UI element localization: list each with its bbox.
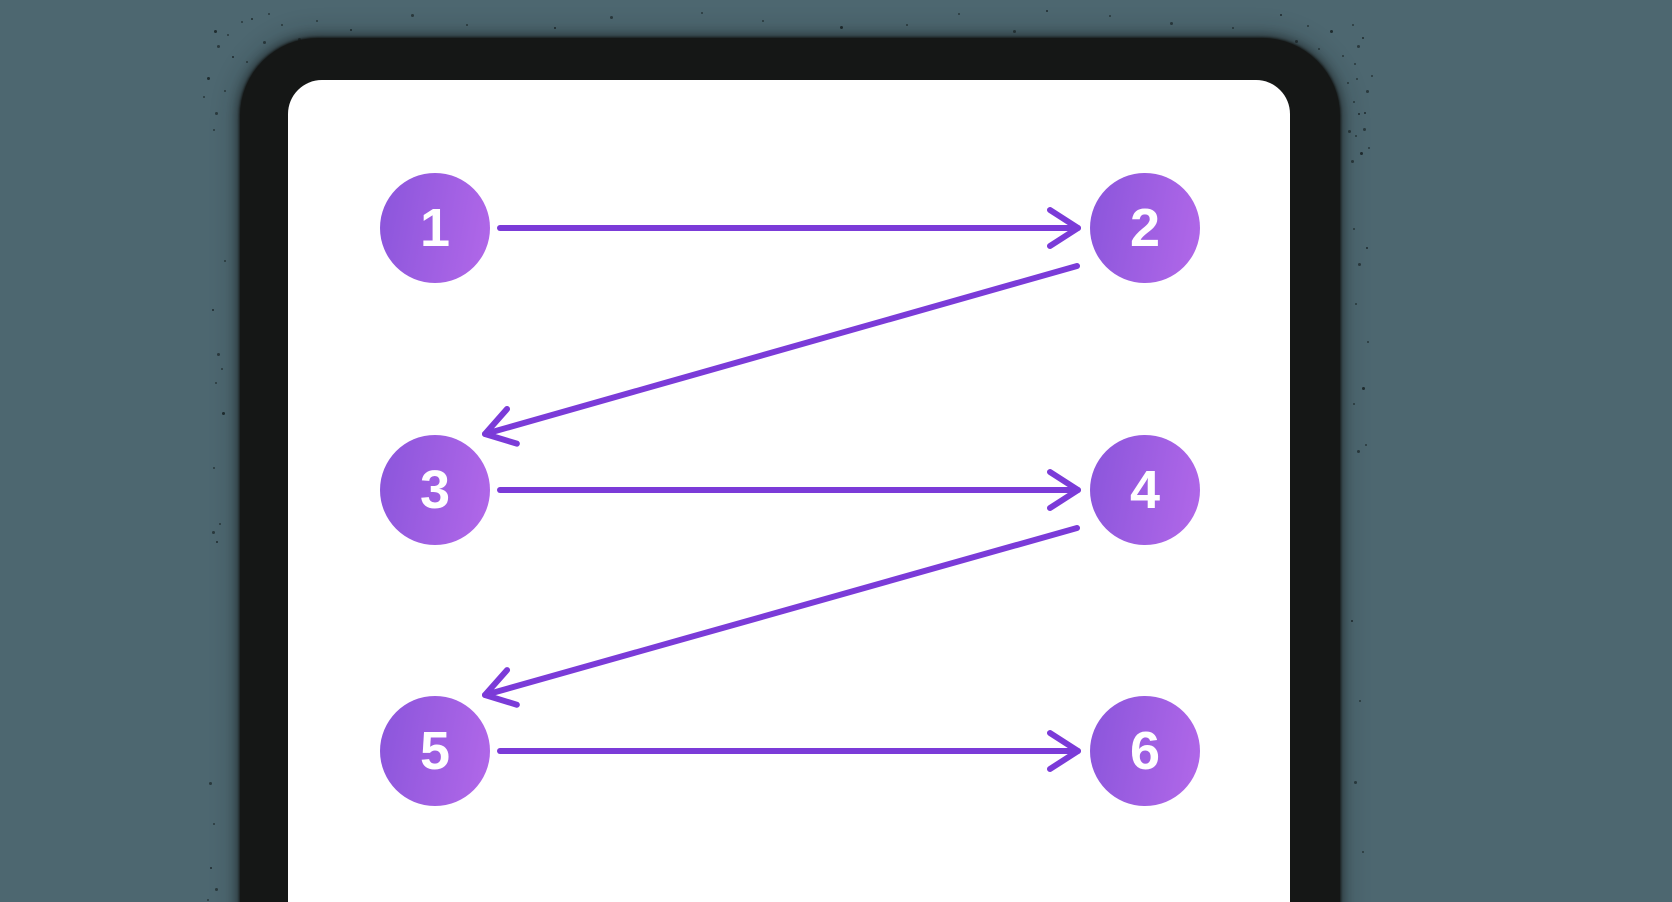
noise-dot bbox=[1368, 147, 1370, 149]
noise-dot bbox=[214, 30, 217, 33]
noise-dot bbox=[1232, 27, 1234, 29]
noise-dot bbox=[1280, 14, 1282, 16]
noise-dot bbox=[610, 16, 613, 19]
noise-dot bbox=[1362, 37, 1364, 39]
noise-dot bbox=[1353, 403, 1355, 405]
noise-dot bbox=[212, 531, 215, 534]
noise-dot bbox=[1357, 45, 1360, 48]
noise-dot bbox=[213, 467, 215, 469]
noise-dot bbox=[1355, 303, 1357, 305]
noise-dot bbox=[241, 21, 243, 23]
node-label-2: 2 bbox=[1129, 198, 1161, 258]
noise-dot bbox=[227, 34, 229, 36]
noise-dot bbox=[1362, 387, 1365, 390]
noise-dot bbox=[1342, 55, 1344, 57]
noise-dot bbox=[1353, 101, 1355, 103]
noise-dot bbox=[246, 61, 248, 63]
noise-dot bbox=[1046, 10, 1048, 12]
noise-dot bbox=[251, 18, 253, 20]
noise-dot bbox=[1367, 341, 1369, 343]
noise-dot bbox=[1013, 30, 1016, 33]
noise-dot bbox=[1318, 48, 1320, 50]
noise-dot bbox=[210, 867, 212, 869]
noise-dot bbox=[1362, 851, 1364, 853]
noise-dot bbox=[215, 888, 218, 891]
noise-dot bbox=[1354, 63, 1356, 65]
noise-dot bbox=[1330, 30, 1333, 33]
noise-dot bbox=[207, 77, 210, 80]
noise-dot bbox=[221, 368, 223, 370]
node-circle-6: 6 bbox=[1090, 696, 1200, 806]
noise-dot bbox=[1363, 128, 1366, 131]
noise-dot bbox=[217, 45, 220, 48]
node-circle-4: 4 bbox=[1090, 435, 1200, 545]
noise-dot bbox=[840, 26, 843, 29]
noise-dot bbox=[1307, 25, 1309, 27]
node-circle-2: 2 bbox=[1090, 173, 1200, 283]
noise-dot bbox=[263, 41, 266, 44]
noise-dot bbox=[1109, 15, 1111, 17]
noise-dot bbox=[906, 24, 908, 26]
noise-dot bbox=[215, 112, 218, 115]
noise-dot bbox=[219, 523, 221, 525]
node-label-4: 4 bbox=[1129, 460, 1161, 520]
noise-dot bbox=[316, 20, 318, 22]
noise-dot bbox=[1371, 75, 1373, 77]
noise-dot bbox=[224, 260, 226, 262]
noise-dot bbox=[1348, 130, 1351, 133]
noise-dot bbox=[1170, 22, 1173, 25]
node-label-5: 5 bbox=[419, 721, 451, 781]
noise-dot bbox=[268, 13, 270, 15]
noise-dot bbox=[222, 412, 225, 415]
noise-dot bbox=[350, 29, 352, 31]
noise-dot bbox=[1359, 700, 1361, 702]
noise-dot bbox=[203, 96, 205, 98]
noise-dot bbox=[554, 27, 556, 29]
noise-dot bbox=[1351, 620, 1353, 622]
noise-dot bbox=[1353, 228, 1355, 230]
noise-dot bbox=[1358, 263, 1361, 266]
noise-dot bbox=[1347, 82, 1349, 84]
noise-dot bbox=[1360, 152, 1363, 155]
noise-dot bbox=[216, 541, 218, 543]
noise-dot bbox=[213, 823, 215, 825]
noise-dot bbox=[1364, 112, 1366, 114]
node-label-3: 3 bbox=[419, 460, 451, 520]
noise-dot bbox=[232, 56, 234, 58]
noise-dot bbox=[701, 12, 703, 14]
noise-dot bbox=[1355, 135, 1357, 137]
noise-dot bbox=[1366, 90, 1369, 93]
noise-dot bbox=[209, 782, 212, 785]
noise-dot bbox=[212, 309, 214, 311]
noise-dot bbox=[215, 382, 217, 384]
noise-dot bbox=[411, 14, 414, 17]
noise-dot bbox=[958, 13, 960, 15]
noise-dot bbox=[1295, 40, 1298, 43]
noise-dot bbox=[1354, 781, 1357, 784]
node-circle-1: 1 bbox=[380, 173, 490, 283]
node-circle-3: 3 bbox=[380, 435, 490, 545]
noise-dot bbox=[1358, 113, 1360, 115]
noise-dot bbox=[281, 24, 283, 26]
noise-dot bbox=[1356, 78, 1358, 80]
noise-dot bbox=[217, 353, 220, 356]
noise-dot bbox=[1351, 160, 1354, 163]
noise-dot bbox=[762, 20, 764, 22]
node-label-1: 1 bbox=[419, 198, 451, 258]
noise-dot bbox=[207, 899, 209, 901]
node-circle-5: 5 bbox=[380, 696, 490, 806]
noise-dot bbox=[1357, 450, 1360, 453]
node-label-6: 6 bbox=[1129, 721, 1161, 781]
noise-dot bbox=[466, 24, 468, 26]
noise-dot bbox=[1365, 444, 1367, 446]
noise-dot bbox=[1352, 24, 1354, 26]
noise-dot bbox=[1366, 247, 1368, 249]
noise-dot bbox=[213, 129, 215, 131]
noise-dot bbox=[224, 90, 226, 92]
